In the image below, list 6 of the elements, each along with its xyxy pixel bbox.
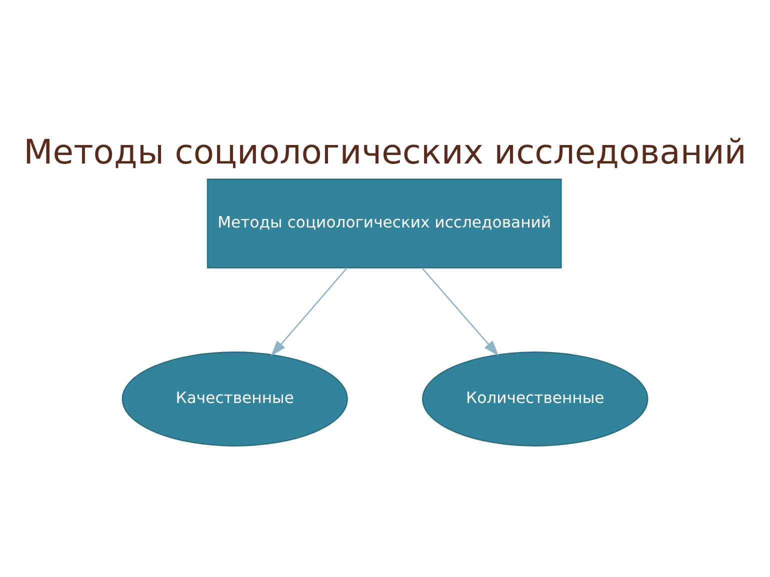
node-ellipse: Качественные — [122, 352, 348, 446]
diagram-title: Методы социологических исследований — [24, 132, 746, 172]
node-box: Методы социологических исследований — [206, 178, 562, 268]
node-ellipse: Количественные — [422, 352, 648, 446]
arrow — [270, 268, 348, 356]
arrow — [422, 268, 499, 356]
